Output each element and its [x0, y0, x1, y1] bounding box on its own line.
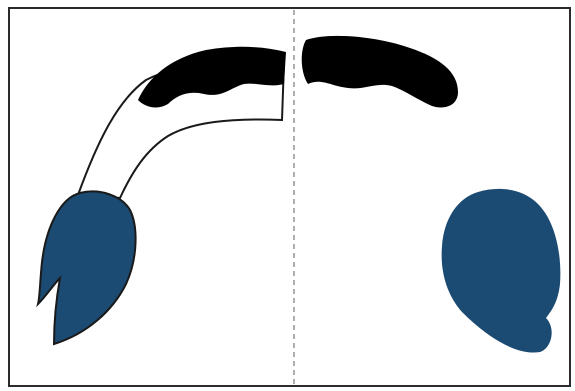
- puzzle-board: [0, 0, 575, 391]
- puzzle-canvas: [0, 0, 575, 391]
